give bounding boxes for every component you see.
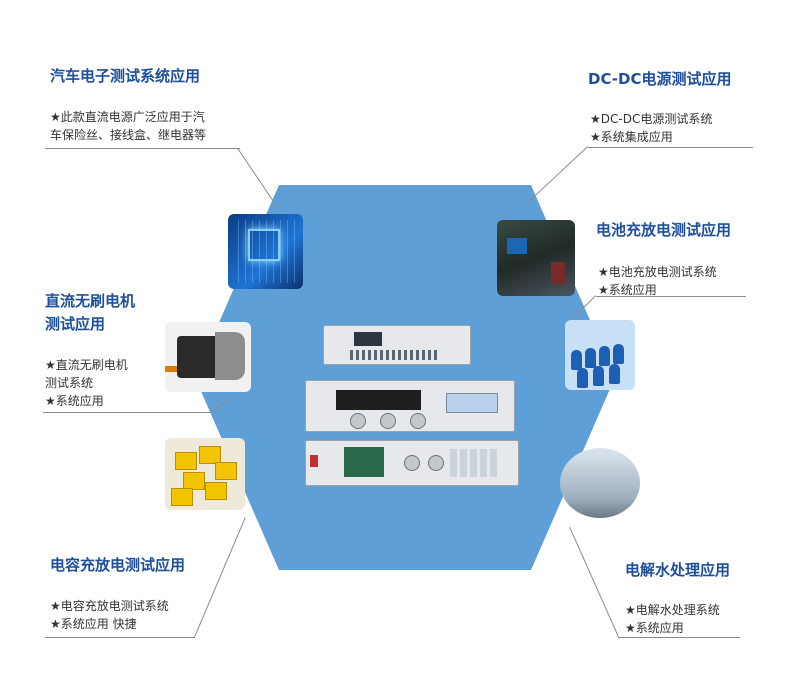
divider bbox=[43, 412, 213, 413]
divider bbox=[588, 147, 753, 148]
connector-line bbox=[527, 146, 588, 203]
connector-line bbox=[237, 148, 278, 207]
card-line: ★系统应用 bbox=[598, 283, 657, 297]
water-treatment-icon bbox=[560, 448, 640, 518]
divider bbox=[618, 637, 740, 638]
card-line: ★系统应用 快捷 bbox=[50, 617, 137, 631]
power-supply-unit-1 bbox=[323, 325, 471, 365]
divider bbox=[45, 637, 195, 638]
divider bbox=[45, 148, 240, 149]
card-title: 汽车电子测试系统应用 bbox=[50, 67, 201, 85]
card-line: 测试系统 bbox=[45, 376, 94, 390]
battery-cells-icon bbox=[565, 320, 635, 390]
capacitor-icon bbox=[165, 438, 245, 510]
card-line: 车保险丝、接线盒、继电器等 bbox=[50, 128, 207, 142]
card-title-line-2: 测试应用 bbox=[45, 315, 106, 333]
card-title: 电解水处理应用 bbox=[625, 561, 731, 579]
power-supply-unit-2 bbox=[305, 380, 515, 432]
card-title: 电容充放电测试应用 bbox=[50, 556, 186, 574]
card-line: ★DC-DC电源测试系统 bbox=[590, 112, 713, 126]
card-title: 直流无刷电机 bbox=[45, 292, 136, 310]
card-line: ★电解水处理系统 bbox=[625, 603, 720, 617]
pcb-chip-icon bbox=[228, 214, 303, 289]
card-line: ★系统应用 bbox=[625, 621, 684, 635]
card-title: 电池充放电测试应用 bbox=[596, 221, 732, 239]
card-title: DC-DC电源测试应用 bbox=[588, 70, 732, 88]
card-line: ★直流无刷电机 bbox=[45, 358, 128, 372]
connector-line bbox=[194, 517, 246, 638]
motor-icon bbox=[165, 322, 251, 392]
card-line: ★电容充放电测试系统 bbox=[50, 599, 169, 613]
card-line: ★此款直流电源广泛应用于汽 bbox=[50, 110, 205, 124]
card-line: ★电池充放电测试系统 bbox=[598, 265, 717, 279]
power-supply-unit-3 bbox=[305, 440, 519, 486]
card-line: ★系统集成应用 bbox=[590, 130, 673, 144]
connector-line bbox=[569, 526, 619, 637]
circuit-board-icon bbox=[497, 220, 575, 296]
divider bbox=[596, 296, 746, 297]
card-line: ★系统应用 bbox=[45, 394, 104, 408]
